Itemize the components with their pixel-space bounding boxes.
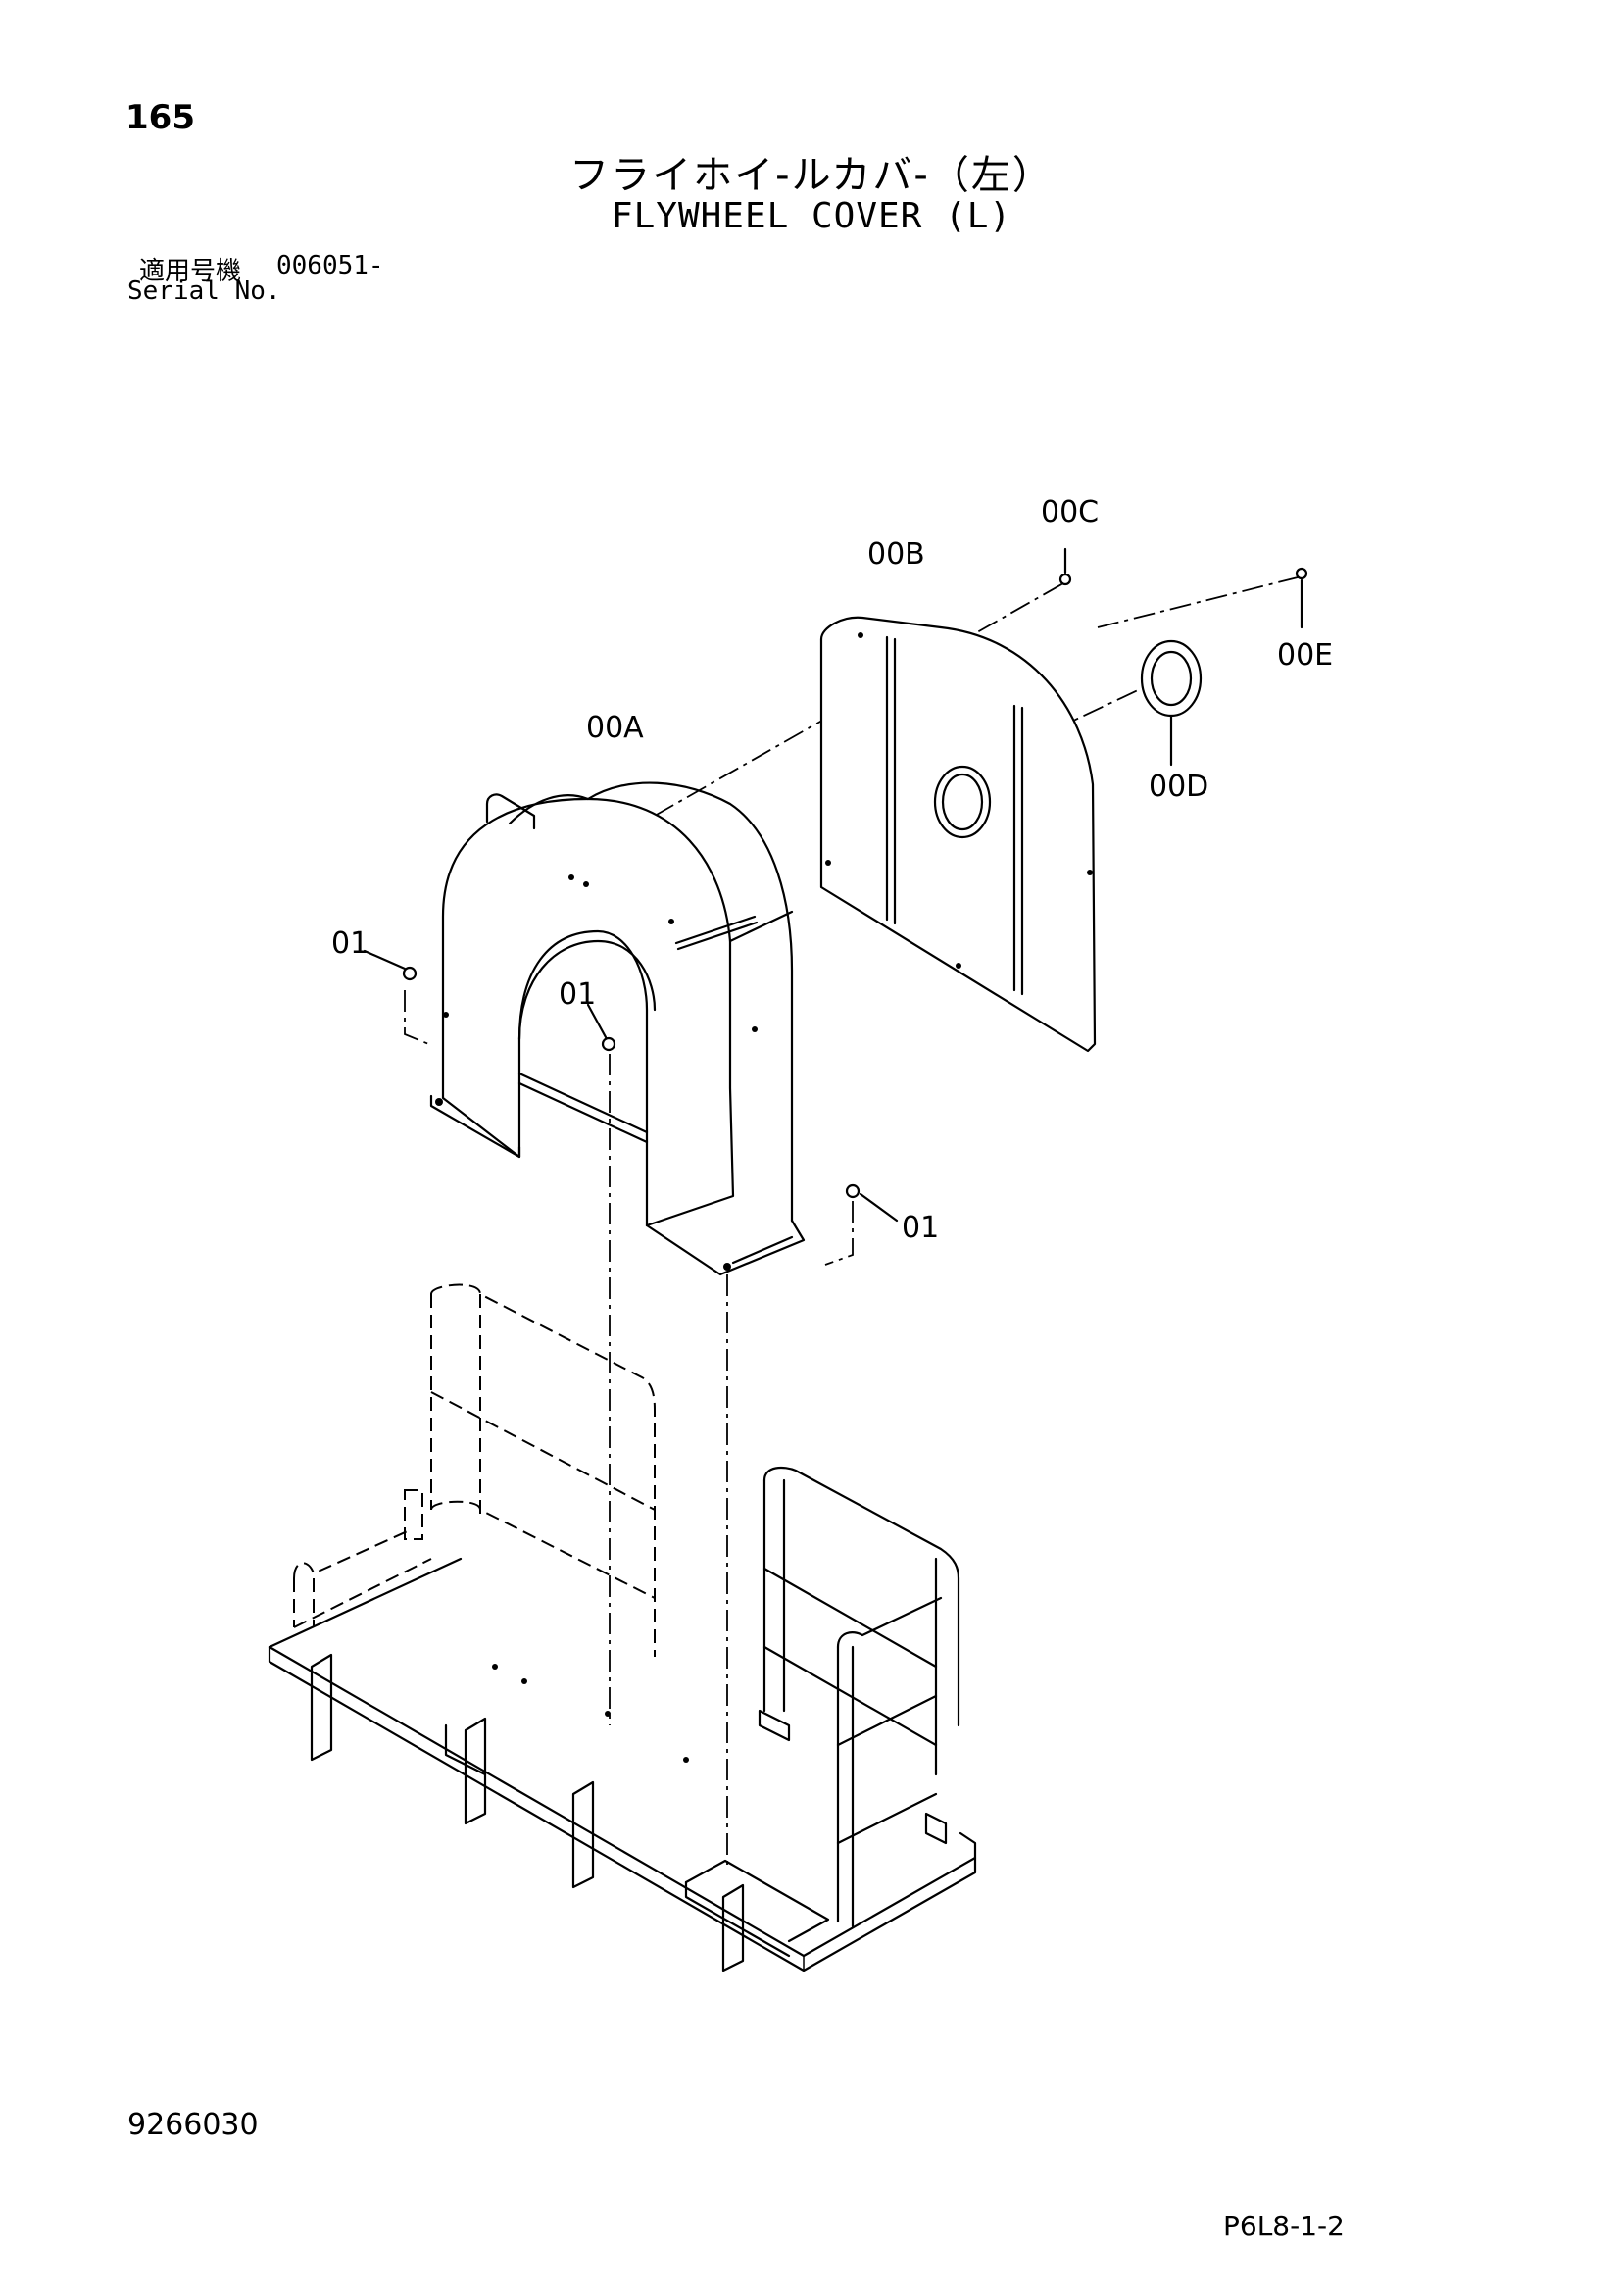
serial-label-english: Serial No. <box>127 276 281 306</box>
document-number: 9266030 <box>127 2108 259 2142</box>
callout-01-right: 01 <box>902 1211 939 1245</box>
assembly-lines <box>404 575 1303 1868</box>
part-00a-cover <box>429 781 806 1276</box>
callout-00a: 00A <box>586 711 644 745</box>
part-00e-bolt <box>1295 567 1308 629</box>
callout-01-left: 01 <box>331 926 369 961</box>
callout-01-center: 01 <box>559 977 596 1012</box>
platform-frame <box>268 1283 977 1972</box>
serial-value: 006051- <box>276 251 384 280</box>
callout-labels: 00A 00B 00C 00D 00E 01 01 01 <box>331 495 1333 1245</box>
part-01-bolts <box>363 949 899 1223</box>
part-00c-bolt <box>1058 547 1072 586</box>
callout-00e: 00E <box>1277 638 1333 673</box>
page-number: 165 <box>125 98 195 137</box>
title-japanese: フライホイ-ルカバ-（左） <box>569 153 1054 198</box>
serial-label-japanese: 適用号機 <box>139 257 242 286</box>
callout-00b: 00B <box>867 537 925 572</box>
callout-00c: 00C <box>1041 495 1099 529</box>
title-english: FLYWHEEL COVER (L) <box>611 196 1012 236</box>
callout-00d: 00D <box>1149 770 1208 804</box>
part-00b-plate <box>819 616 1097 1053</box>
page-reference: P6L8-1-2 <box>1223 2210 1345 2242</box>
part-00d-ring <box>1140 639 1203 767</box>
